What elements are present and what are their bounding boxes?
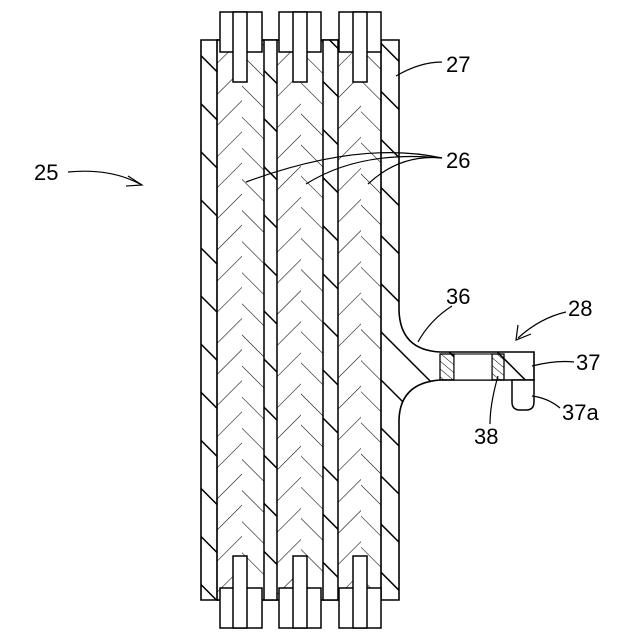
leader-28 [518,312,566,338]
flange-gap [454,354,492,380]
label-flange-tip: 37a [562,400,599,425]
cell-3 [338,40,381,600]
separator-1 [264,40,277,600]
label-assembly: 25 [34,160,58,185]
flange-tip [512,380,534,410]
top-terminals [220,12,381,82]
label-outer-cover: 27 [446,52,470,77]
cell-1 [217,40,264,600]
leader-37a [532,396,560,408]
separator-2 [323,40,338,600]
bottom-terminals [220,556,381,628]
leader-37 [532,362,574,367]
leader-25 [68,171,140,184]
leader-36 [418,306,452,342]
leader-38 [490,376,498,424]
leader-27 [396,62,442,76]
label-insert: 38 [474,424,498,449]
label-flange: 37 [576,350,600,375]
cell-2 [277,40,323,600]
label-fillet: 36 [446,284,470,309]
flange-slot-left [440,354,454,380]
cells [217,40,381,600]
label-connector: 28 [568,296,592,321]
label-cells: 26 [446,148,470,173]
